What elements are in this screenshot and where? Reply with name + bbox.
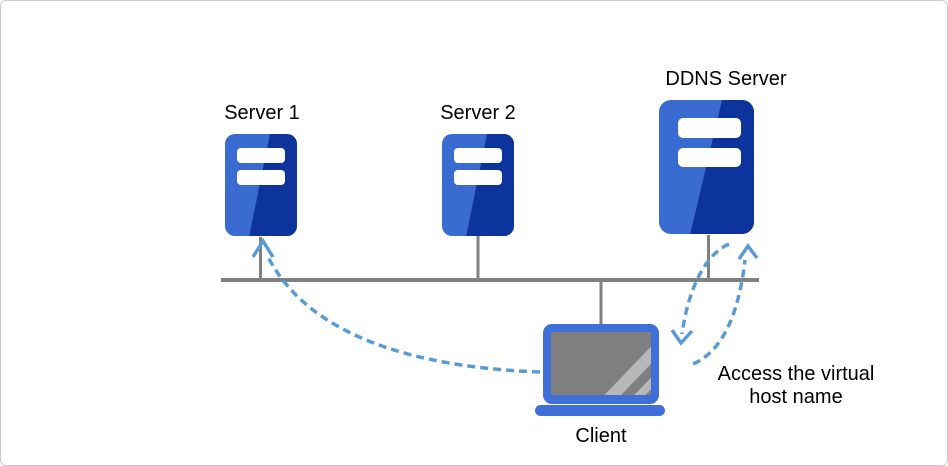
arrowhead-up-ddns (737, 243, 759, 260)
ddns-server-icon (659, 100, 754, 234)
ddns-to-client-curve (680, 242, 730, 335)
server2-face-dark (466, 134, 514, 236)
client-to-server1-arrow (251, 237, 541, 374)
laptop-screen (551, 332, 651, 395)
client-label: Client (575, 425, 627, 447)
ddns-slot (678, 148, 741, 167)
ddns-server-label: DDNS Server (665, 68, 787, 90)
arrowhead-down-client (670, 329, 694, 346)
server2-slot (454, 148, 502, 163)
arrowhead-up-server1 (251, 237, 275, 258)
laptop-base (535, 405, 665, 416)
ddns-slot (678, 118, 741, 138)
server1-slot (237, 170, 285, 185)
laptop-screen-glare (604, 346, 651, 395)
server1-label: Server 1 (224, 102, 300, 124)
server1-slot (237, 148, 285, 163)
annotation-text: Access the virtual host name (717, 363, 875, 408)
client-icon (535, 324, 665, 416)
server2-slot (454, 170, 502, 185)
client-ddns-exchange-arrows (670, 242, 759, 366)
server2-icon (442, 134, 514, 236)
client-to-server1-curve (265, 254, 541, 374)
server1-icon (225, 134, 297, 236)
server2-label: Server 2 (440, 102, 516, 124)
server1-face-dark (249, 134, 297, 236)
